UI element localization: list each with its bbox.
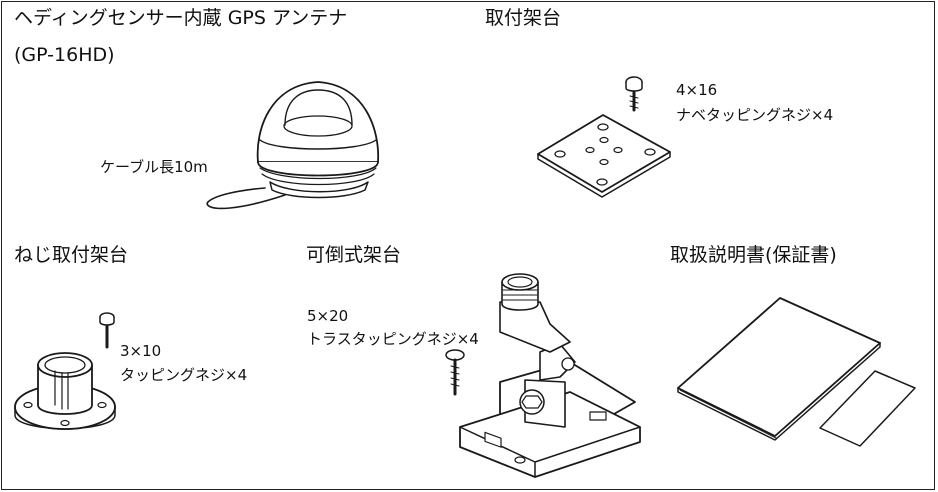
mount-title: 取付架台 bbox=[485, 7, 562, 29]
tilt-mount-screw-desc: トラスタッピングネジ×4 bbox=[307, 330, 479, 348]
antenna-title: ヘディングセンサー内蔵 GPS アンテナ bbox=[14, 7, 348, 29]
screw-icon bbox=[99, 312, 115, 349]
mount-screw-size: 4×16 bbox=[676, 81, 718, 99]
tilt-mount-title: 可倒式架台 bbox=[306, 244, 402, 266]
screw-mount-title: ねじ取付架台 bbox=[14, 244, 129, 266]
cable-length-label: ケーブル長10m bbox=[100, 158, 208, 176]
screw-mount-screw-desc: タッピングネジ×4 bbox=[120, 366, 248, 384]
screw-mount-illustration bbox=[14, 312, 116, 430]
tilt-mount-illustration bbox=[445, 273, 641, 478]
mounting-plate-illustration bbox=[537, 76, 671, 198]
antenna-model: (GP-16HD) bbox=[14, 44, 115, 66]
manual-illustration bbox=[677, 297, 916, 447]
screw-icon bbox=[445, 349, 465, 396]
tilt-mount-screw-size: 5×20 bbox=[307, 307, 349, 325]
screw-icon bbox=[625, 76, 643, 112]
screw-mount-screw-size: 3×10 bbox=[120, 342, 162, 360]
gps-antenna-illustration bbox=[206, 81, 380, 210]
mount-screw-desc: ナベタッピングネジ×4 bbox=[676, 106, 834, 124]
manual-title: 取扱説明書(保証書) bbox=[670, 244, 837, 266]
